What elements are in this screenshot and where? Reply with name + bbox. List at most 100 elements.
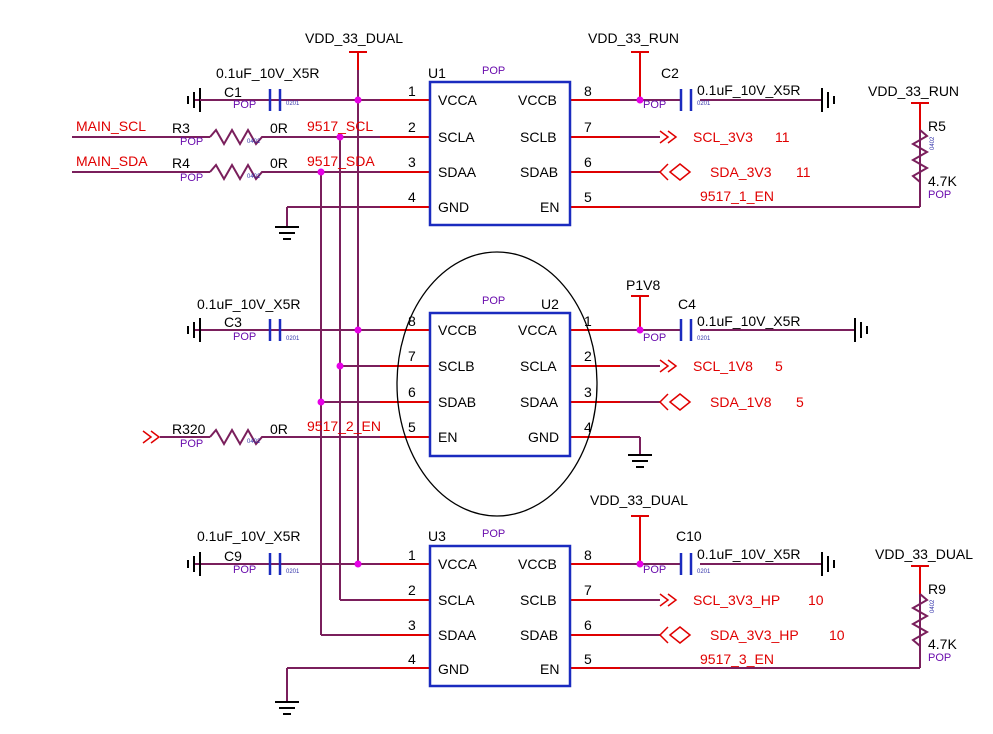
r3-refdes: R3 — [172, 120, 190, 136]
c10-value: 0.1uF_10V_X5R — [697, 546, 801, 562]
c4-ground-icon — [854, 318, 868, 342]
r5-value: 4.7K — [928, 173, 957, 189]
r320-pop: POP — [180, 438, 203, 450]
r320-input-arrow-icon — [142, 430, 161, 444]
r320-symbol — [209, 427, 268, 447]
u1-pin-vcca: VCCA — [438, 92, 478, 108]
r4-symbol — [209, 162, 268, 182]
u1-ground-icon — [275, 226, 299, 240]
c9-symbol — [268, 553, 282, 575]
r5-symbol — [910, 129, 930, 183]
c9-refdes: C9 — [224, 548, 242, 564]
u2-pin-sdaa: SDAA — [520, 394, 559, 410]
r9-pop: POP — [928, 652, 951, 664]
sda-1v8-bidir-icon — [658, 393, 692, 411]
c2-symbol — [679, 89, 693, 111]
horizontal-nets — [72, 99, 920, 669]
rail-label-u1-vccb: VDD_33_RUN — [588, 30, 679, 46]
c1-ground-icon — [187, 88, 210, 112]
u1-pin6-num: 6 — [584, 154, 592, 170]
u2-ground-icon — [628, 454, 652, 468]
u3-pop: POP — [482, 528, 505, 540]
ref-scl-3v3: 11 — [775, 129, 790, 145]
u2-pin4-num: 4 — [584, 419, 592, 435]
c10-symbol — [679, 553, 693, 575]
rail-label-u3-vccb: VDD_33_DUAL — [590, 492, 688, 508]
c4-symbol — [679, 319, 693, 341]
u3-pin7-num: 7 — [584, 582, 592, 598]
ic-bodies — [428, 80, 572, 688]
c2-refdes: C2 — [661, 65, 679, 81]
rail-label-u2-vcca: P1V8 — [626, 277, 660, 293]
ref-sda-3v3: 11 — [796, 164, 811, 180]
c2-package: 0201 — [697, 101, 711, 107]
r320-package: 0402 — [247, 439, 261, 445]
c9-value: 0.1uF_10V_X5R — [197, 528, 301, 544]
u1-pin2-num: 2 — [408, 119, 416, 135]
c1-value: 0.1uF_10V_X5R — [216, 65, 320, 81]
u3-pin5-num: 5 — [584, 651, 592, 667]
u3-pin3-num: 3 — [408, 617, 416, 633]
c1-pop: POP — [233, 99, 256, 111]
u3-ground-icon — [275, 701, 299, 715]
u1-pin-sclb: SCLB — [520, 129, 557, 145]
u1-refdes: U1 — [428, 65, 446, 81]
u3-body — [428, 544, 572, 688]
c3-ground-icon — [187, 318, 201, 342]
u1-pin-sdab: SDAB — [520, 164, 558, 180]
r9-package: 0402 — [930, 599, 936, 613]
u2-pin-sdab: SDAB — [438, 394, 476, 410]
net-scl-3v3-hp: SCL_3V3_HP — [693, 592, 780, 608]
r9-value: 4.7K — [928, 636, 957, 652]
u1-pin8-num: 8 — [584, 83, 592, 99]
r3-package: 0402 — [247, 139, 261, 145]
r4-package: 0402 — [247, 174, 261, 180]
c9-pop: POP — [233, 564, 256, 576]
c3-pop: POP — [233, 331, 256, 343]
ref-scl-3v3-hp: 10 — [808, 592, 824, 608]
rail-label-u1-vcca: VDD_33_DUAL — [305, 30, 403, 46]
u3-pin-sclb: SCLB — [520, 592, 557, 608]
capacitors — [268, 89, 693, 575]
u3-pin-sdab: SDAB — [520, 627, 558, 643]
u1-pop: POP — [482, 65, 505, 77]
u2-pin-vcca: VCCA — [518, 322, 558, 338]
r4-pop: POP — [180, 172, 203, 184]
sda-3v3-bidir-icon — [658, 163, 692, 181]
c10-package: 0201 — [697, 569, 711, 575]
u3-pin-scla: SCLA — [438, 592, 475, 608]
net-main-sda: MAIN_SDA — [76, 153, 148, 169]
r5-package: 0402 — [930, 136, 936, 150]
c10-pop: POP — [643, 564, 666, 576]
c1-refdes: C1 — [224, 84, 242, 100]
down-grounds — [275, 226, 652, 715]
net-scl-3v3: SCL_3V3 — [693, 129, 753, 145]
net-sda-3v3-hp: SDA_3V3_HP — [710, 627, 799, 643]
net-9517-2-en: 9517_2_EN — [307, 418, 381, 434]
net-9517-1-en: 9517_1_EN — [700, 188, 774, 204]
u3-pin-sdaa: SDAA — [438, 627, 477, 643]
u3-pin-gnd: GND — [438, 661, 469, 677]
net-scl-1v8: SCL_1V8 — [693, 358, 753, 374]
u3-refdes: U3 — [428, 528, 446, 544]
u1-pin1-num: 1 — [408, 83, 416, 99]
u2-pin-scla: SCLA — [520, 358, 557, 374]
c3-refdes: C3 — [224, 314, 242, 330]
u2-pin8-num: 8 — [408, 313, 416, 329]
r9-refdes: R9 — [928, 581, 946, 597]
r320-refdes: R320 — [172, 421, 206, 437]
c9-ground-icon — [187, 552, 201, 576]
r3-value: 0R — [270, 120, 288, 136]
r4-refdes: R4 — [172, 155, 190, 171]
r320-value: 0R — [270, 421, 288, 437]
c3-symbol — [268, 319, 282, 341]
rail-label-r5: VDD_33_RUN — [868, 83, 959, 99]
net-9517-3-en: 9517_3_EN — [700, 651, 774, 667]
bus-lines — [286, 52, 921, 702]
dnp-ellipse — [396, 251, 598, 517]
u1-pin3-num: 3 — [408, 154, 416, 170]
u2-refdes: U2 — [541, 296, 559, 312]
c2-value: 0.1uF_10V_X5R — [697, 82, 801, 98]
u2-pin1-num: 1 — [584, 313, 592, 329]
